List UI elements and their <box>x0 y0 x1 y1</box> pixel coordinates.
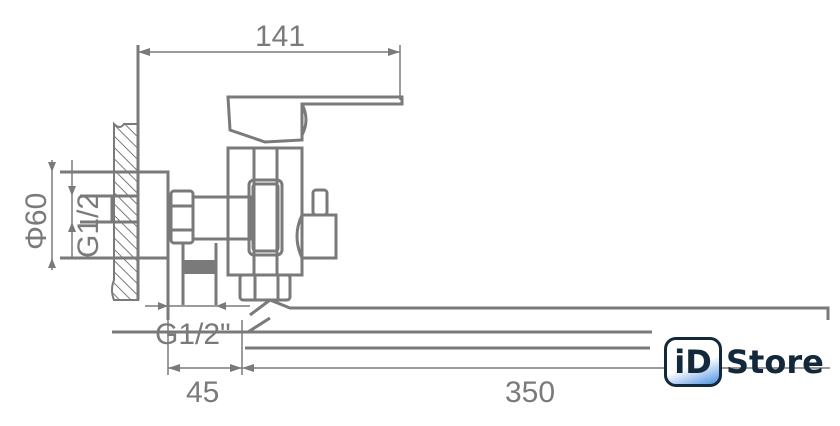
logo-mark: iD <box>664 337 722 387</box>
svg-text:G1/2: G1/2 <box>72 193 105 258</box>
lever-handle <box>226 95 404 144</box>
spout <box>112 298 830 350</box>
dimension-outlet-thread: G1/2" <box>145 302 250 351</box>
logo-text: Store <box>726 343 824 381</box>
valve-body <box>226 146 338 302</box>
svg-text:G1/2": G1/2" <box>155 318 231 351</box>
dimension-141: 141 <box>138 20 401 100</box>
svg-text:45: 45 <box>186 376 219 409</box>
svg-text:Φ60: Φ60 <box>20 193 53 250</box>
svg-text:141: 141 <box>255 20 305 53</box>
eccentric-connector <box>166 189 252 320</box>
svg-text:350: 350 <box>505 376 555 409</box>
dimension-flange: Φ60 G1/2 <box>20 160 105 270</box>
idstore-logo: iD Store <box>664 337 824 387</box>
wall-flange <box>60 170 170 260</box>
